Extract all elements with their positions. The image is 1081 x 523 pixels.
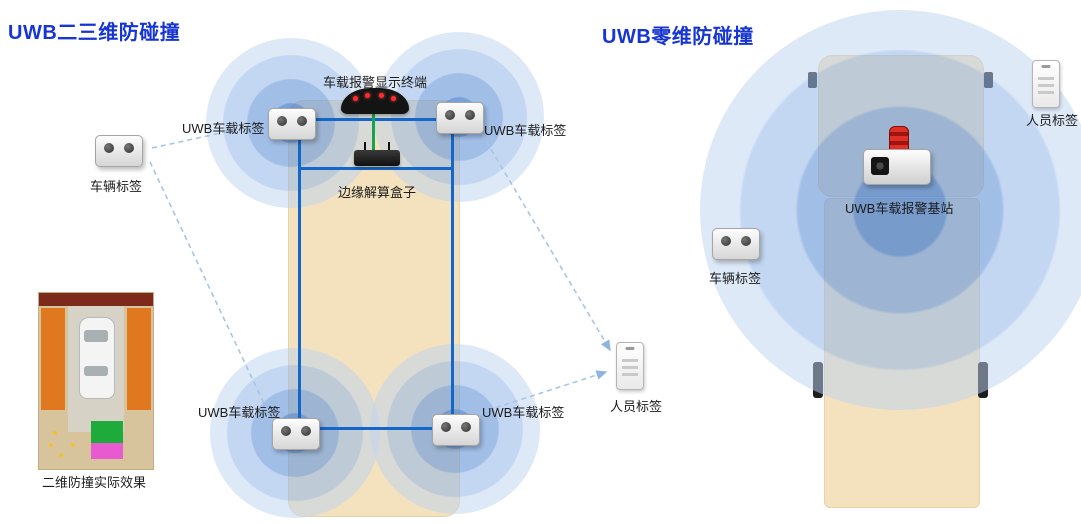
left-diagram-title: UWB二三维防碰撞 <box>8 22 181 44</box>
vehicle-tag-left-icon <box>95 135 143 167</box>
lanyard-hole <box>1041 65 1051 68</box>
line-vehicle-tag-to-tl <box>151 123 263 149</box>
signal-ring-base-station <box>700 10 1081 410</box>
inset-orange-strip-right <box>127 308 151 410</box>
uwb-vehicle-tag-bottom-left-icon <box>272 418 320 450</box>
antenna <box>364 142 366 150</box>
lanyard-hole <box>625 347 635 350</box>
tag-label-bottom-left: UWB车载标签 <box>198 405 281 420</box>
card-line <box>1038 84 1054 87</box>
knob <box>445 110 455 120</box>
line-tr-to-person-tag <box>481 133 611 352</box>
person-tag-right-label: 人员标签 <box>1026 113 1079 128</box>
vehicle-tag-left-label: 车辆标签 <box>90 179 143 194</box>
right-diagram-title: UWB零维防碰撞 <box>602 26 754 48</box>
tag-label-top-left: UWB车载标签 <box>182 121 265 136</box>
uwb-alarm-base-station-icon <box>862 126 932 186</box>
uwb-vehicle-tag-bottom-right-icon <box>432 414 480 446</box>
knob <box>721 236 731 246</box>
inset-top-bar <box>39 293 153 306</box>
inset-green-zone <box>91 421 123 443</box>
vehicle-tag-right-icon <box>712 228 760 260</box>
card-line <box>1038 77 1054 80</box>
card-line <box>622 373 638 376</box>
card-line <box>622 366 638 369</box>
knob <box>281 426 291 436</box>
inset-pink-zone <box>91 443 123 459</box>
edge-compute-box-icon <box>354 142 400 166</box>
knob <box>104 143 114 153</box>
inset-marker-dot <box>53 431 57 435</box>
car-windshield <box>84 330 108 342</box>
tag-label-bottom-right: UWB车载标签 <box>482 405 565 420</box>
knob <box>301 426 311 436</box>
base-station-label: UWB车载报警基站 <box>845 201 954 216</box>
vehicle-frame-outline <box>298 118 454 430</box>
led-indicator <box>379 93 384 98</box>
inset-caption: 二维防撞实际效果 <box>42 475 147 490</box>
edge-box-label: 边缘解算盒子 <box>338 185 417 200</box>
knob <box>461 422 471 432</box>
knob <box>465 110 475 120</box>
line-vehicle-tag-to-bl <box>149 161 269 413</box>
knob <box>124 143 134 153</box>
inset-marker-dot <box>59 453 63 457</box>
inset-marker-dot <box>49 443 53 447</box>
knob <box>441 422 451 432</box>
car-rear-window <box>84 366 108 376</box>
knob <box>297 116 307 126</box>
tag-label-top-right: UWB车载标签 <box>484 123 567 138</box>
knob <box>277 116 287 126</box>
vehicle-frame-crossbar <box>298 167 454 170</box>
inset-car-top-view <box>79 317 115 399</box>
uwb-vehicle-tag-top-left-icon <box>268 108 316 140</box>
person-tag-left-label: 人员标签 <box>610 399 663 414</box>
person-tag-left-icon <box>616 342 644 390</box>
uwb-vehicle-tag-top-right-icon <box>436 102 484 134</box>
card-line <box>1038 91 1054 94</box>
camera-lens <box>871 157 889 175</box>
knob <box>741 236 751 246</box>
vehicle-tag-right-label: 车辆标签 <box>709 271 762 286</box>
led-indicator <box>391 96 396 101</box>
led-indicator <box>365 93 370 98</box>
display-connector-line <box>372 110 375 158</box>
alarm-display-terminal-icon <box>341 88 409 114</box>
person-tag-right-icon <box>1032 60 1060 108</box>
line-br-to-person-tag <box>469 370 608 417</box>
inset-orange-strip-left <box>41 308 65 410</box>
2d-effect-inset-image <box>38 292 154 470</box>
antenna <box>388 142 390 150</box>
display-terminal-label: 车载报警显示终端 <box>323 75 428 90</box>
inset-marker-dot <box>71 443 75 447</box>
card-line <box>622 359 638 362</box>
led-indicator <box>353 96 358 101</box>
